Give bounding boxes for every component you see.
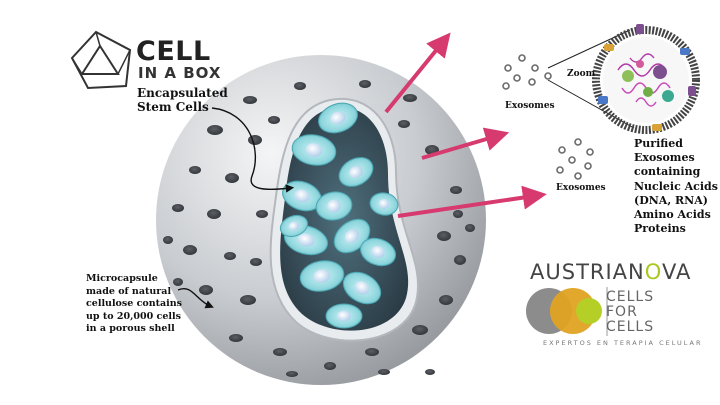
stem-cell: [360, 237, 396, 267]
capsule-pore: [189, 166, 201, 174]
capsule-pore: [294, 82, 306, 90]
wordmark-part: VA: [661, 260, 692, 284]
capsule-pore: [173, 278, 183, 286]
capsule-pore: [225, 173, 239, 183]
stem-cell: [369, 192, 399, 216]
capsule-pore: [207, 125, 223, 135]
exosome-zoom: [592, 24, 700, 134]
capsule-pore: [172, 204, 184, 212]
capsule-pore: [207, 209, 221, 219]
capsule-pore: [324, 362, 336, 370]
capsule-callout-arrow: [177, 288, 214, 309]
cellinabox-word1: CELL: [136, 36, 211, 67]
capsule-pore: [439, 295, 453, 305]
capsule-pore: [365, 348, 379, 356]
stem-cell: [338, 157, 374, 187]
zoom-label: Zoom: [567, 69, 596, 79]
stem-callout-arrow: [211, 107, 295, 193]
wordmark-part: AUSTRIAN: [530, 260, 645, 284]
purified-caption-line: (DNA, RNA): [634, 193, 708, 207]
capsule-pore: [412, 325, 428, 335]
wordmark-accent: O: [644, 260, 662, 284]
stem-cell: [342, 271, 382, 305]
capsule-pore: [273, 348, 287, 356]
capsule-caption-line: up to 20,000 cells: [86, 310, 181, 322]
release-arrow-bottom: [397, 185, 547, 218]
capsule-pore: [425, 369, 435, 375]
capsule-pore: [454, 255, 466, 265]
release-arrow-middle: [421, 127, 510, 160]
tagline-line: CELLS: [606, 319, 655, 335]
microcapsule-caption: Microcapsule made of natural cellulose c…: [86, 273, 182, 336]
capsule-pore: [268, 116, 280, 124]
purified-exosomes-caption: Purified Exosomes containing Nucleic Aci…: [634, 137, 718, 236]
purified-caption-line: Proteins: [634, 222, 686, 236]
purified-caption-line: Purified: [634, 137, 683, 150]
stem-cell: [333, 218, 371, 254]
capsule-caption-line: in a porous shell: [86, 323, 175, 334]
capsule-pore: [453, 210, 463, 218]
purified-caption-line: Exosomes: [634, 151, 695, 165]
stem-cell: [325, 303, 363, 329]
austrianova-subline: EXPERTOS EN TERAPIA CELULAR: [543, 339, 703, 347]
exosome-cluster-bottom: [556, 138, 594, 180]
capsule-pore: [248, 135, 262, 145]
stem-cells-caption: Encapsulated Stem Cells: [137, 86, 228, 114]
capsule-caption-line: made of natural: [86, 285, 172, 297]
stem-cell: [279, 214, 309, 238]
capsule-pore: [403, 94, 417, 102]
austrianova-wordmark: AUSTRIANOVA: [530, 260, 691, 284]
capsule-pore: [286, 371, 298, 377]
capsule-pore: [450, 186, 462, 194]
cells-for-cells-tagline: CELLS FOR CELLS: [606, 290, 654, 335]
zoom-line-bottom: [547, 79, 635, 129]
capsule-caption-line: Microcapsule: [86, 273, 158, 284]
capsule-pore: [250, 258, 262, 266]
tagline-line: CELLS: [606, 289, 655, 305]
austrianova-circles-logo: [526, 287, 608, 336]
tagline-line: FOR: [606, 304, 638, 320]
capsule-caption-line: cellulose contains: [86, 298, 183, 309]
capsule-pore: [240, 295, 256, 305]
stem-cell: [291, 134, 337, 166]
purified-caption-line: Nucleic Acids: [634, 179, 718, 193]
capsule-pore: [163, 236, 173, 244]
exosomes-label-top: Exosomes: [505, 101, 555, 111]
exosome-cluster-top: [502, 54, 552, 90]
stem-cell: [318, 102, 358, 134]
capsule-pore: [378, 369, 390, 375]
stem-caption-line: Stem Cells: [137, 100, 209, 114]
capsule-pore: [398, 120, 410, 128]
stem-cell: [315, 191, 353, 221]
capsule-pore: [437, 231, 451, 241]
capsule-pore: [359, 80, 371, 88]
stem-caption-line: Encapsulated: [137, 86, 228, 100]
capsule-pore: [465, 224, 475, 232]
capsule-pore: [224, 252, 236, 260]
capsule-pore: [256, 210, 268, 218]
exosomes-label-bottom: Exosomes: [556, 183, 606, 193]
stem-cells: [279, 102, 399, 329]
purified-caption-line: containing: [634, 165, 701, 179]
purified-caption-line: Amino Acids: [634, 208, 711, 222]
stem-cell: [299, 260, 345, 292]
zoom-line-top: [547, 29, 631, 69]
microcapsule: [156, 55, 486, 385]
capsule-pore: [199, 285, 213, 295]
capsule-pore: [243, 96, 257, 104]
capsule-pore: [229, 334, 243, 342]
release-arrow-top: [384, 32, 451, 114]
capsule-pore: [183, 245, 197, 255]
cube-triangle-logo-icon: [70, 30, 132, 90]
cellinabox-word2: IN A BOX: [138, 64, 222, 82]
